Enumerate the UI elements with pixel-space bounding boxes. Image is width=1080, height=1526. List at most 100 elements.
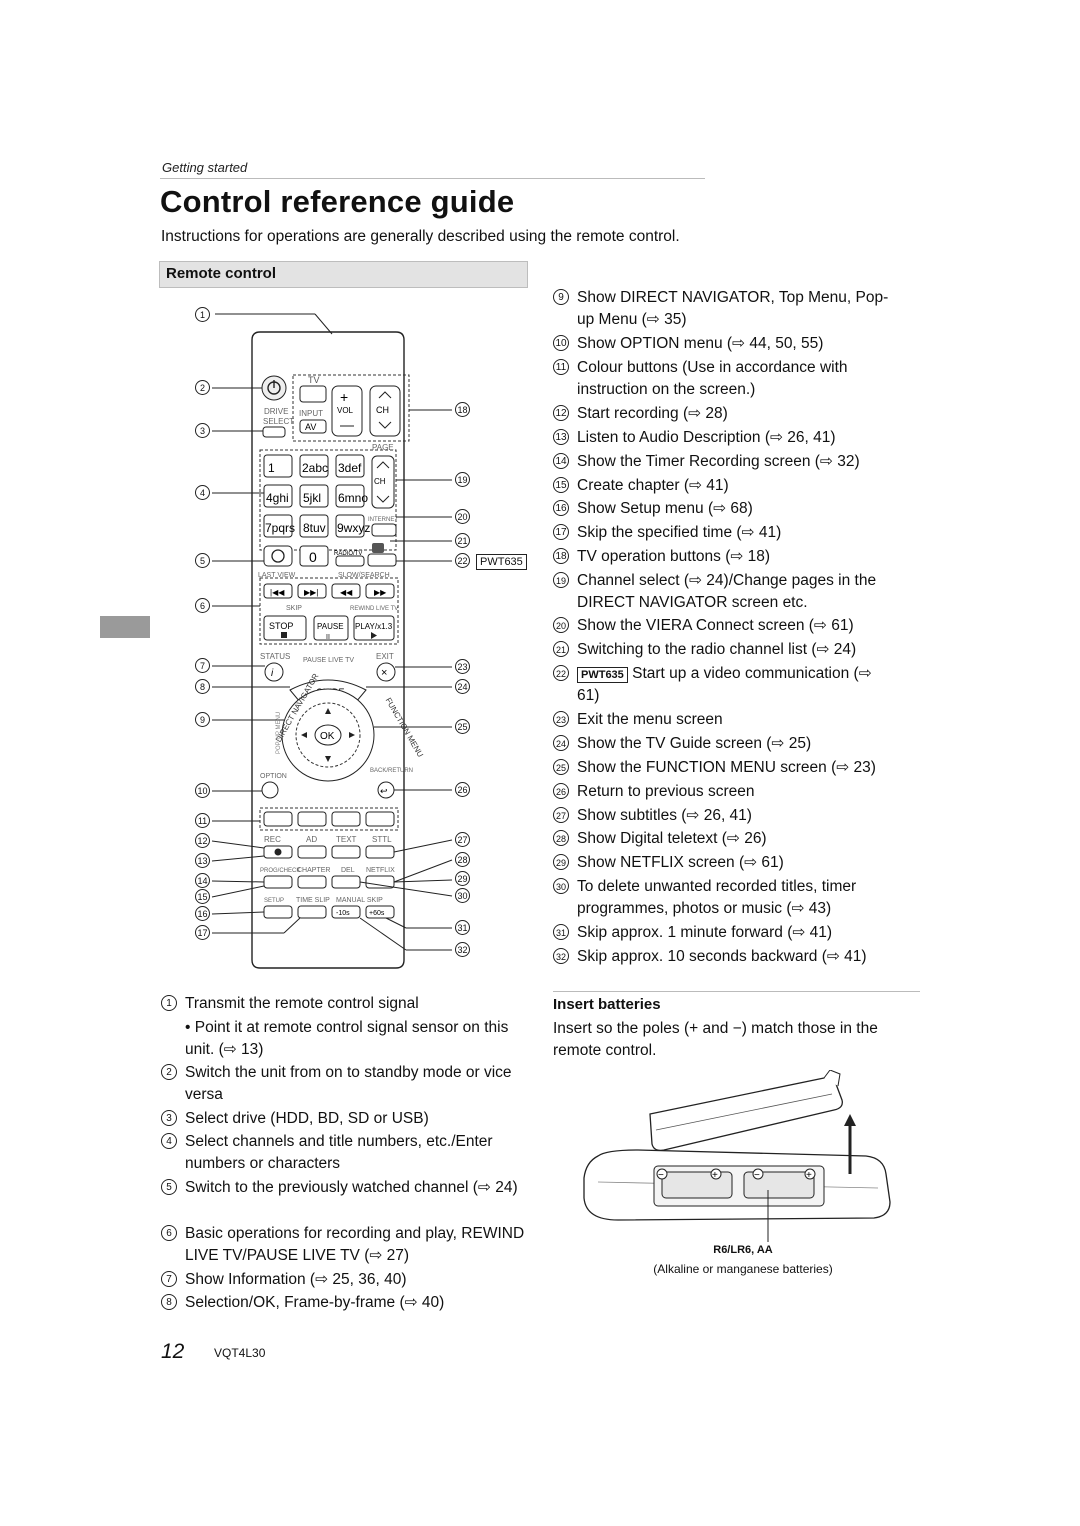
callout-27: 27: [455, 832, 470, 847]
document-code: VQT4L30: [214, 1346, 266, 1360]
callout-11: 11: [195, 813, 210, 828]
item-text: To delete unwanted recorded titles, time…: [577, 878, 857, 917]
label-pop-up-menu: POP-UP MENU: [276, 712, 282, 754]
svg-text:▶▶|: ▶▶|: [304, 588, 318, 597]
key-0: 0: [309, 549, 317, 565]
svg-text:II: II: [326, 634, 330, 641]
svg-text:−: −: [754, 1170, 760, 1181]
label-rec: REC: [264, 835, 281, 844]
list-item: 16 Show Setup menu (⇨ 68): [553, 498, 913, 520]
item-number: 25: [553, 759, 569, 775]
list-item: 6 Basic operations for recording and pla…: [161, 1223, 531, 1267]
item-number: 12: [553, 405, 569, 421]
list-item: 27 Show subtitles (⇨ 26, 41): [553, 805, 913, 827]
label-minus10: -10s: [336, 910, 350, 917]
item-text: Select drive (HDD, BD, SD or USB): [185, 1110, 429, 1127]
list-item: 26 Return to previous screen: [553, 781, 913, 803]
list-item: 23 Exit the menu screen: [553, 709, 913, 731]
svg-text:−: −: [658, 1170, 664, 1181]
battery-insertion-illustration: − + − +: [583, 1070, 891, 1242]
remote-control-heading-box: Remote control: [159, 261, 528, 288]
label-tv: TV: [308, 375, 320, 385]
item-number: 29: [553, 854, 569, 870]
svg-text:+: +: [712, 1170, 718, 1181]
list-item: 14 Show the Timer Recording screen (⇨ 32…: [553, 451, 918, 473]
label-page: PAGE: [372, 443, 394, 452]
list-item: 7 Show Information (⇨ 25, 36, 40): [161, 1269, 531, 1291]
item-text: Exit the menu screen: [577, 711, 723, 728]
callout-21: 21: [455, 533, 470, 548]
callout-4: 4: [195, 485, 210, 500]
item-number: 17: [553, 524, 569, 540]
item-text: Transmit the remote control signal: [185, 995, 419, 1012]
item-text: Show Setup menu (⇨ 68): [577, 500, 753, 517]
label-vol: VOL: [337, 406, 354, 415]
remote-control-heading: Remote control: [166, 265, 277, 282]
label-play: PLAY/x1.3: [355, 622, 393, 631]
list-item: 13 Listen to Audio Description (⇨ 26, 41…: [553, 427, 913, 449]
item-text: Show the TV Guide screen (⇨ 25): [577, 735, 812, 752]
pwt635-badge-diagram: PWT635: [476, 554, 527, 570]
item-text: Select channels and title numbers, etc./…: [185, 1133, 493, 1172]
label-input: INPUT: [299, 409, 323, 418]
item-number: 15: [553, 477, 569, 493]
callout-13: 13: [195, 853, 210, 868]
item-text: Show Digital teletext (⇨ 26): [577, 830, 767, 847]
callout-17: 17: [195, 925, 210, 940]
item-number: 18: [553, 548, 569, 564]
list-item: 31 Skip approx. 1 minute forward (⇨ 41): [553, 922, 913, 944]
svg-text:+: +: [806, 1170, 812, 1181]
callout-26: 26: [455, 782, 470, 797]
item-number: 23: [553, 711, 569, 727]
item-bullet: • Point it at remote control signal sens…: [185, 1019, 509, 1058]
label-ch-tv: CH: [376, 405, 389, 415]
key-2: 2abc: [302, 461, 328, 475]
key-1: 1: [268, 461, 275, 475]
svg-text:▶▶: ▶▶: [374, 588, 387, 597]
callout-30: 30: [455, 888, 470, 903]
battery-type-label: R6/LR6, AA: [713, 1244, 773, 1256]
item-number: 7: [161, 1271, 177, 1287]
key-6: 6mno: [338, 491, 368, 505]
list-item: 17 Skip the specified time (⇨ 41): [553, 522, 913, 544]
label-ch-page: CH: [374, 477, 386, 486]
list-item: 29 Show NETFLIX screen (⇨ 61): [553, 852, 913, 874]
label-select: SELECT: [263, 417, 294, 426]
list-item: 4 Select channels and title numbers, etc…: [161, 1131, 531, 1175]
svg-text:i: i: [271, 668, 274, 679]
callout-2: 2: [195, 380, 210, 395]
item-number: 8: [161, 1294, 177, 1310]
item-text: Show the VIERA Connect screen (⇨ 61): [577, 617, 854, 634]
item-text: Switch to the previously watched channel…: [185, 1179, 518, 1196]
svg-text:◀◀: ◀◀: [340, 588, 353, 597]
label-slow-search: SLOW/SEARCH: [338, 572, 390, 579]
label-radio-tv: RADIO/TV: [334, 551, 362, 557]
label-del: DEL: [341, 867, 355, 874]
item-number: 22: [553, 665, 569, 681]
item-number: 32: [553, 948, 569, 964]
callout-1: 1: [195, 307, 210, 322]
callout-28: 28: [455, 852, 470, 867]
item-text: Listen to Audio Description (⇨ 26, 41): [577, 429, 836, 446]
battery-type-caption: (Alkaline or manganese batteries): [653, 1262, 833, 1276]
label-pause-live: PAUSE LIVE TV: [303, 657, 354, 664]
item-text: Show Information (⇨ 25, 36, 40): [185, 1271, 407, 1288]
item-text: Channel select (⇨ 24)/Change pages in th…: [577, 572, 877, 611]
callout-10: 10: [195, 783, 210, 798]
callout-12: 12: [195, 833, 210, 848]
key-7: 7pqrs: [265, 521, 295, 535]
list-item: 9 Show DIRECT NAVIGATOR, Top Menu, Pop-u…: [553, 287, 893, 331]
list-item: 11 Colour buttons (Use in accordance wit…: [553, 357, 903, 401]
item-number: 27: [553, 807, 569, 823]
list-item: 19 Channel select (⇨ 24)/Change pages in…: [553, 570, 913, 614]
item-text: Show the Timer Recording screen (⇨ 32): [577, 453, 860, 470]
label-text: TEXT: [336, 835, 357, 844]
label-internet: INTERNET: [368, 517, 398, 523]
label-option: OPTION: [260, 773, 287, 780]
list-item: 25 Show the FUNCTION MENU screen (⇨ 23): [553, 757, 918, 779]
item-text: Return to previous screen: [577, 783, 755, 800]
item-number: 6: [161, 1225, 177, 1241]
item-number: 11: [553, 359, 569, 375]
label-plus60: +60s: [369, 910, 385, 917]
list-item: 1 Transmit the remote control signal: [161, 993, 531, 1015]
